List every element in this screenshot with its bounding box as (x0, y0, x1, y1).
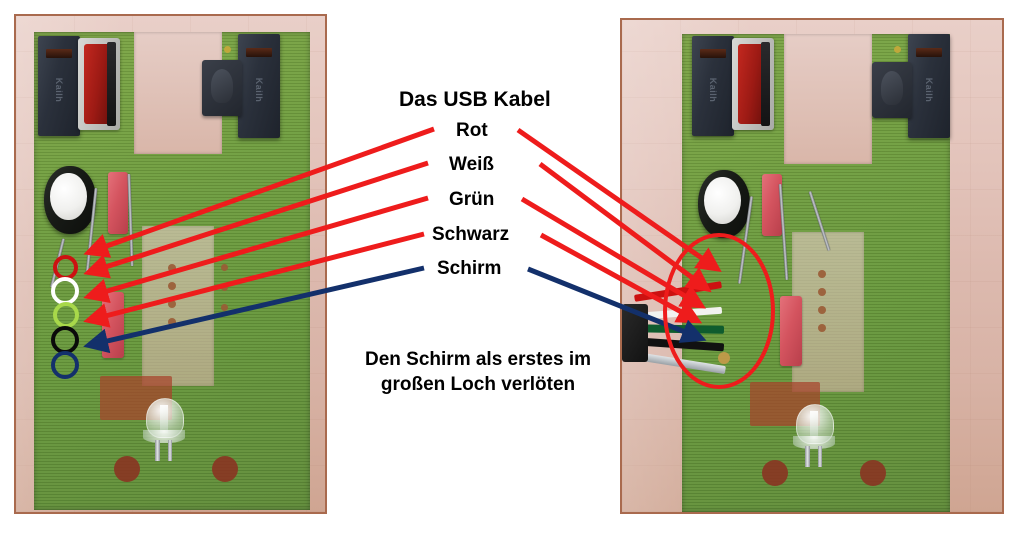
led-leg-cathode (167, 440, 172, 462)
solder-ring-gruen (53, 302, 79, 328)
solder-point (224, 46, 231, 53)
switch-slot-icon (45, 49, 73, 58)
label-wire-schwarz: Schwarz (432, 224, 510, 245)
via (221, 264, 228, 271)
resistor-upper-left (108, 172, 128, 234)
switch-kailh-right: Kailh (908, 34, 950, 138)
led-core (810, 411, 818, 439)
via (221, 284, 228, 291)
pcb-right-center-cutout (792, 232, 864, 392)
via (818, 288, 826, 296)
encoder-axle (106, 41, 116, 127)
resistor-lower-left (102, 292, 124, 358)
via (818, 324, 826, 332)
via (168, 300, 176, 308)
switch-slot-icon (245, 47, 273, 57)
usb-cable-jacket (622, 304, 648, 362)
switch-slot-icon (699, 49, 727, 58)
label-wire-gruen: Grün (449, 189, 495, 210)
resistor-lower-right (780, 296, 802, 366)
label-wire-weiss: Weiß (449, 154, 495, 175)
switch-brand-label: Kailh (924, 77, 934, 103)
pcb-right-top-cutout (784, 34, 872, 164)
instruction-note-line1: Den Schirm als erstes im (365, 349, 591, 370)
via (168, 282, 176, 290)
led-skirt (142, 430, 186, 443)
electrolytic-capacitor-left (44, 166, 96, 234)
rotary-encoder-left (78, 38, 120, 130)
pad-led-b-left (212, 456, 238, 482)
switch-kailh-right: Kailh (238, 34, 280, 138)
page-title: Das USB Kabel (399, 88, 551, 111)
instruction-note: Den Schirm als erstes im großen Loch ver… (338, 347, 618, 397)
via (168, 318, 176, 326)
via (818, 306, 826, 314)
led-leg-anode (805, 446, 810, 468)
tactile-button-right (872, 62, 912, 118)
electrolytic-capacitor-right (698, 170, 750, 238)
switch-brand-label: Kailh (708, 77, 718, 103)
rotary-encoder-right (732, 38, 774, 130)
led-right (792, 404, 836, 468)
led-core (160, 405, 168, 433)
switch-brand-label: Kailh (254, 77, 264, 103)
led-skirt (792, 436, 836, 449)
solder-ring-weiss (51, 277, 79, 305)
via (168, 264, 176, 272)
pad-led-a-left (114, 456, 140, 482)
encoder-axle (760, 41, 770, 127)
photo-left-empty-board: Kailh Kailh (14, 14, 327, 514)
encoder-wheel (737, 43, 764, 125)
resistor-upper-right (762, 174, 782, 236)
led-left (142, 398, 186, 462)
photo-right-soldered-board: Kailh Kailh (620, 18, 1004, 514)
solder-point (894, 46, 901, 53)
switch-kailh-left: Kailh (38, 36, 80, 136)
tactile-button-left (202, 60, 242, 116)
led-leg-cathode (817, 446, 822, 468)
led-leg-anode (155, 440, 160, 462)
label-wire-rot: Rot (456, 120, 488, 141)
label-wire-schirm: Schirm (437, 258, 502, 279)
pcb-left-center-cutout (142, 226, 214, 386)
switch-kailh-left: Kailh (692, 36, 734, 136)
switch-slot-icon (915, 47, 943, 57)
encoder-wheel (83, 43, 110, 125)
via (221, 304, 228, 311)
pad-led-b-right (860, 460, 886, 486)
via (818, 270, 826, 278)
solder-ring-schirm (51, 351, 79, 379)
switch-brand-label: Kailh (54, 77, 64, 103)
pad-led-a-right (762, 460, 788, 486)
instruction-note-line2: großen Loch verlöten (380, 374, 576, 395)
solder-blob-schirm (718, 352, 730, 364)
solder-ring-schwarz (51, 326, 79, 354)
